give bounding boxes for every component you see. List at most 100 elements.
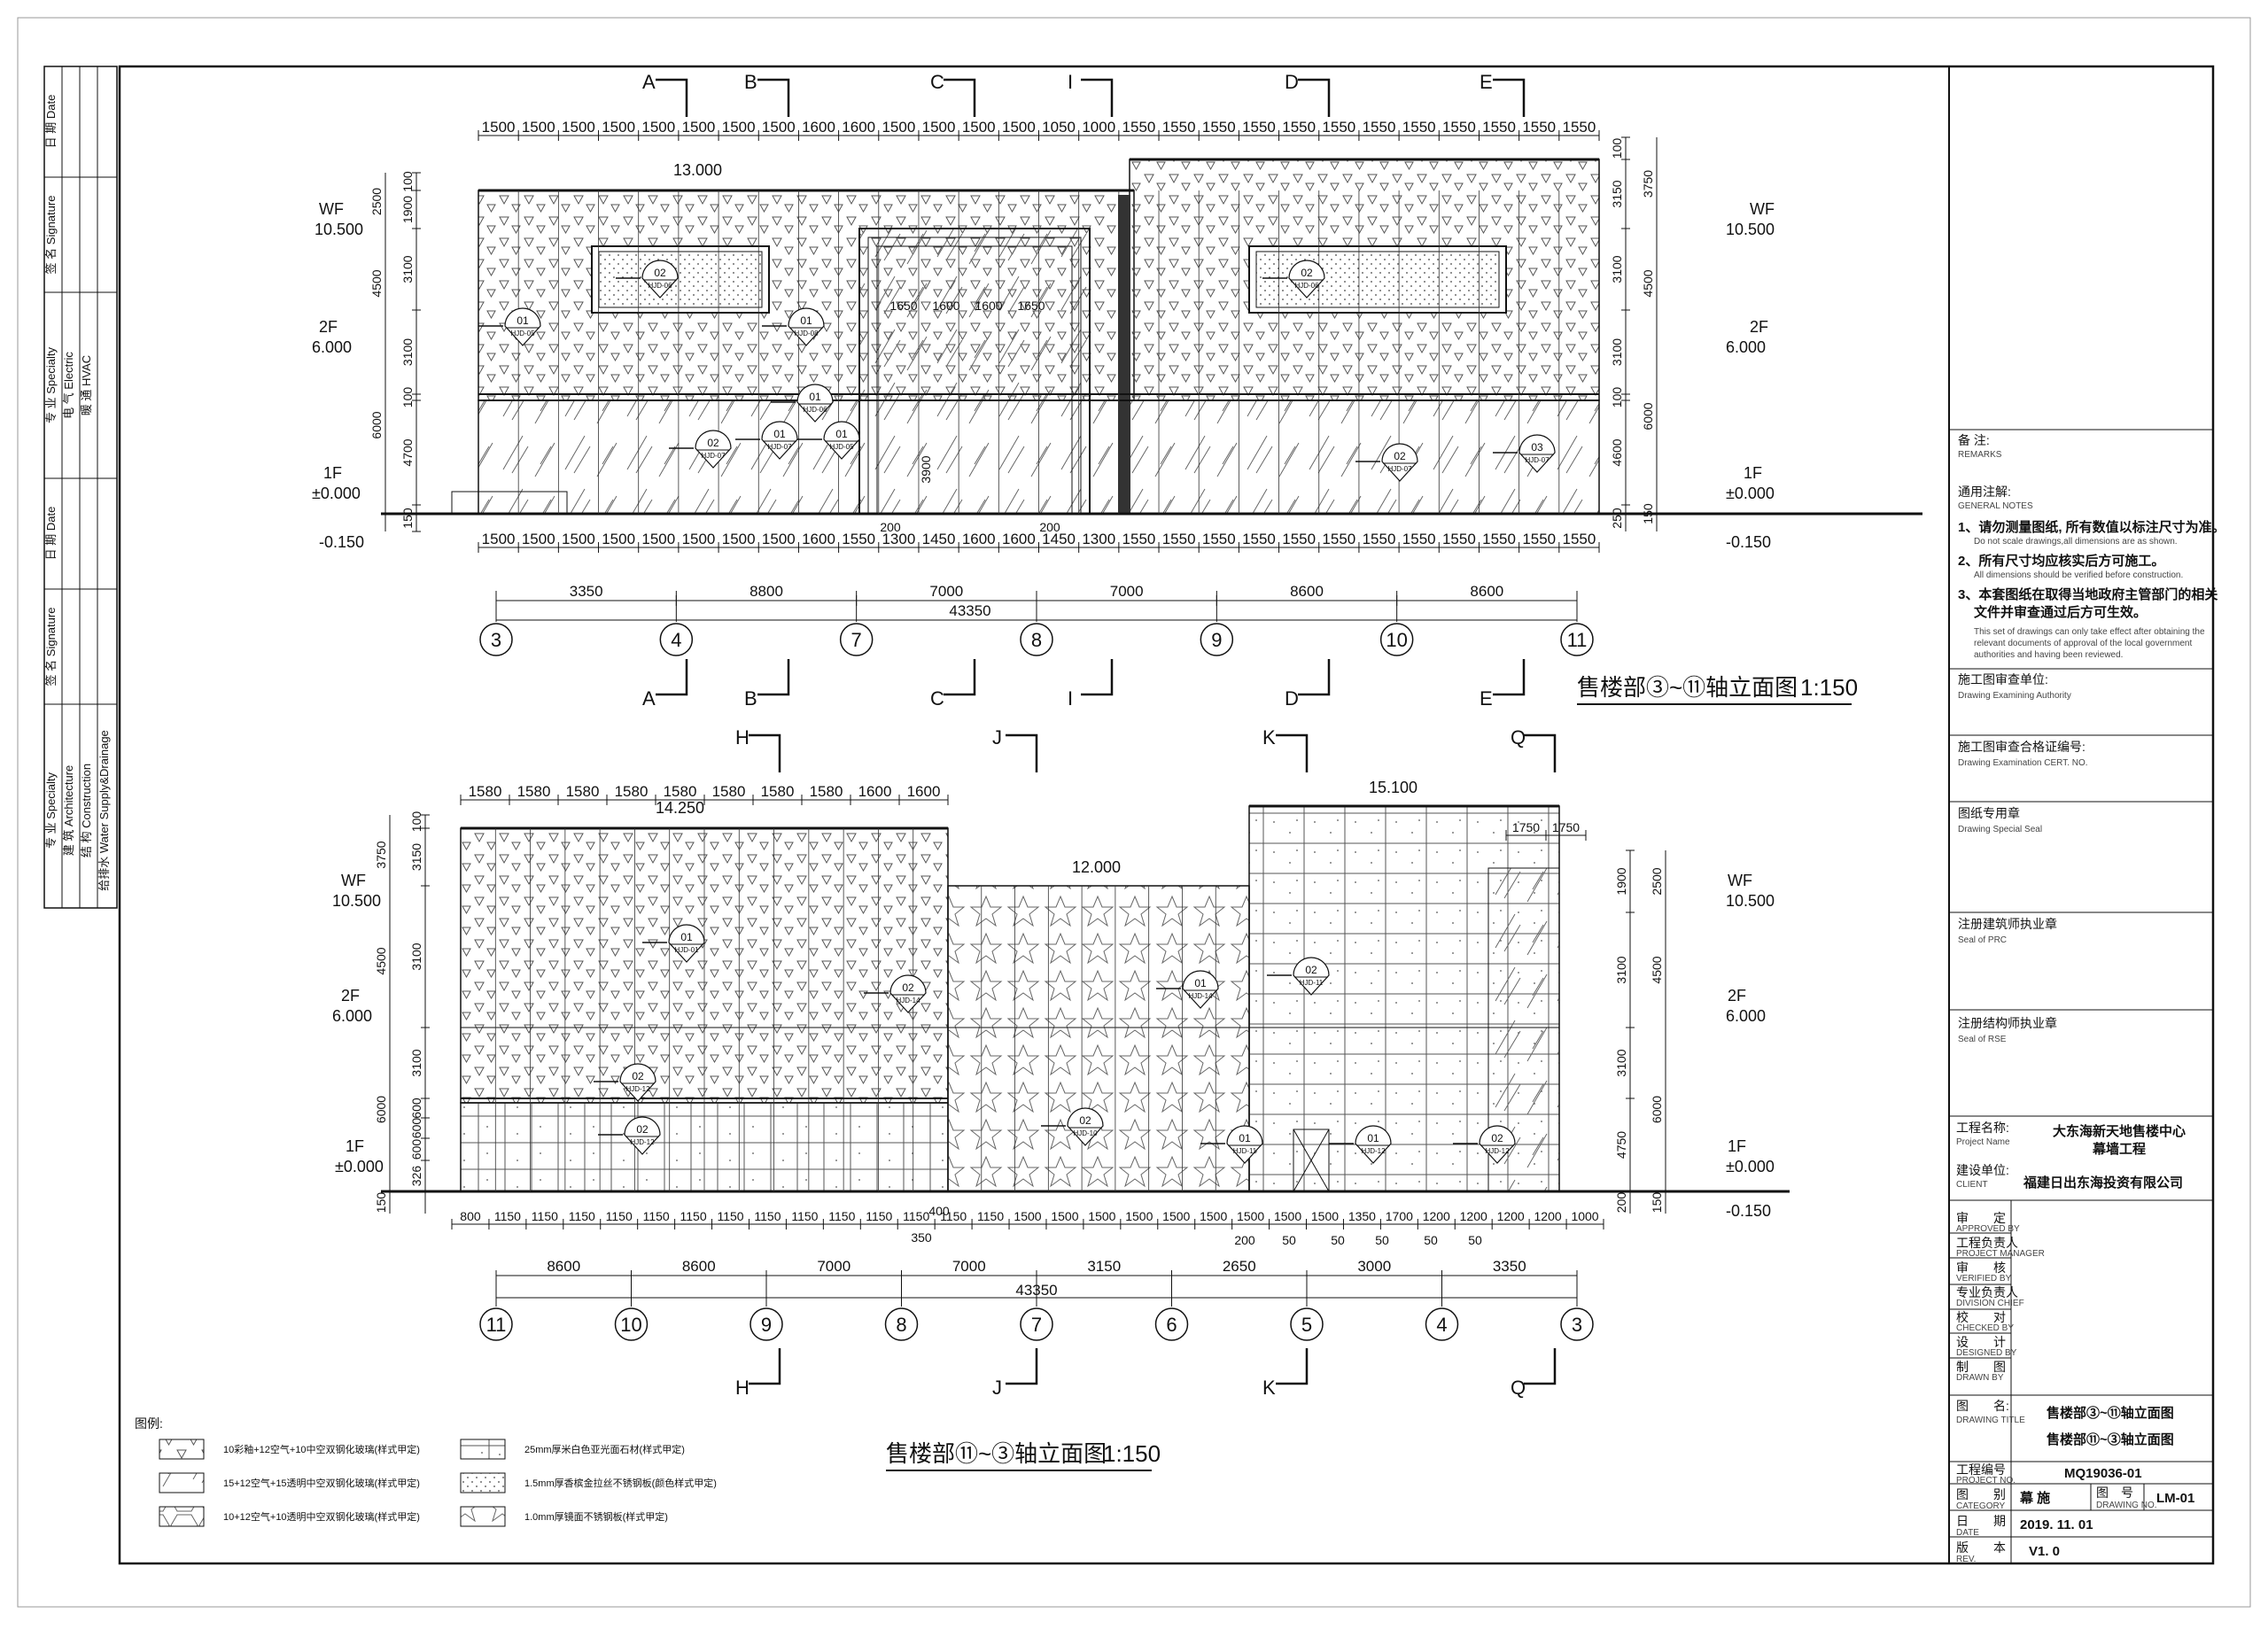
client-name: 福建日出东海投资有限公司 xyxy=(2023,1175,2183,1191)
svg-text:200: 200 xyxy=(1039,520,1060,534)
bottom-panel-dim: 1550 xyxy=(1242,531,1276,547)
axis-bubble xyxy=(1290,1307,1324,1341)
svg-text:2F: 2F xyxy=(319,318,338,336)
client-label: 建设单位: xyxy=(1956,1163,2009,1177)
detail-tag xyxy=(1381,443,1418,482)
svg-text:15.100: 15.100 xyxy=(1369,779,1418,796)
top-panel-dim: 1550 xyxy=(1202,119,1236,136)
top-panel-dim: 1580 xyxy=(469,783,502,800)
category-label-en: CATEGORY xyxy=(1956,1501,2006,1511)
vertical-dim: 150 xyxy=(400,508,415,529)
top-panel-dim: 1550 xyxy=(1522,119,1556,136)
section-mark: J xyxy=(992,726,1002,749)
legend-label: 25mm厚米白色亚光面石材(样式甲定) xyxy=(524,1443,685,1455)
top-panel-dim: 1550 xyxy=(1162,119,1196,136)
bay-dim: 8600 xyxy=(547,1258,580,1275)
general-notes-label: 通用注解: xyxy=(1958,485,2011,499)
bottom-panel-dim: 1550 xyxy=(1562,531,1596,547)
vertical-dim: 1900 xyxy=(400,196,415,223)
svg-text:10.500: 10.500 xyxy=(315,221,363,238)
bottom-panel-dim: 1000 xyxy=(1571,1209,1598,1223)
material-legend: 图例: 10彩釉+12空气+10中空双钢化玻璃(样式甲定)15+12空气+15透… xyxy=(135,1416,717,1527)
stamp-label: 日 期 Date xyxy=(44,507,58,561)
bottom-panel-dim: 1500 xyxy=(641,531,675,547)
vertical-dim: 3750 xyxy=(374,841,388,868)
top-panel-dim: 1500 xyxy=(641,119,675,136)
svg-text:6.000: 6.000 xyxy=(332,1007,372,1025)
axis-label: 4 xyxy=(1436,1314,1447,1336)
role-label: 制 图 xyxy=(1956,1360,2006,1374)
vertical-dim: 3100 xyxy=(1614,956,1628,983)
drawing-border xyxy=(118,65,2215,1565)
title-label-en: DRAWING TITLE xyxy=(1956,1416,2025,1425)
facade-left-glass xyxy=(478,399,860,515)
note-2-en: All dimensions should be verified before… xyxy=(1974,570,2183,580)
vertical-dim: 600 xyxy=(409,1118,423,1139)
svg-text:10.500: 10.500 xyxy=(332,892,381,910)
top-panel-dim: 1580 xyxy=(615,783,649,800)
rev-label: 版 本 xyxy=(1956,1540,2006,1555)
top-panel-dim: 1580 xyxy=(761,783,795,800)
svg-text:-0.150: -0.150 xyxy=(319,533,364,551)
bottom-panel-dim: 1550 xyxy=(842,531,875,547)
svg-text:02: 02 xyxy=(707,437,719,449)
axis-bubble xyxy=(1200,623,1234,656)
axis-label: 3 xyxy=(1572,1314,1582,1336)
top-panel-dim: 1550 xyxy=(1482,119,1516,136)
bottom-panel-dim: 1550 xyxy=(1122,531,1156,547)
date-label-en: DATE xyxy=(1956,1528,1979,1538)
top-panel-dim: 1550 xyxy=(1122,119,1156,136)
bottom-elevation-title: 售楼部⑪~③轴立面图 xyxy=(886,1440,1107,1467)
vertical-dim: 1900 xyxy=(1614,867,1628,895)
door-dim: 1600 xyxy=(975,299,1002,313)
vertical-dim: 4600 xyxy=(1610,438,1624,466)
section-mark: A xyxy=(642,687,656,710)
svg-text:01: 01 xyxy=(517,314,529,327)
svg-text:3900: 3900 xyxy=(919,455,933,483)
detail-tag xyxy=(1226,1125,1263,1164)
project-name-1: 大东海新天地售楼中心 xyxy=(2053,1123,2186,1139)
general-notes-label-en: GENERAL NOTES xyxy=(1958,501,2033,511)
svg-text:±0.000: ±0.000 xyxy=(1726,485,1775,502)
top-panel-dim: 1000 xyxy=(1082,119,1115,136)
detail-tag xyxy=(823,421,860,460)
vertical-dim: 100 xyxy=(409,811,423,833)
legend-label: 10彩釉+12空气+10中空双钢化玻璃(样式甲定) xyxy=(223,1443,420,1455)
svg-text:10.500: 10.500 xyxy=(1726,221,1775,238)
section-mark: B xyxy=(744,71,757,93)
vertical-dim: 3100 xyxy=(409,1049,423,1076)
section-mark: D xyxy=(1285,71,1299,93)
role-label: 审 定 xyxy=(1956,1211,2006,1225)
vertical-dim: 4500 xyxy=(1641,269,1655,297)
top-total-dim: 43350 xyxy=(949,602,990,619)
bottom-panel-dim: 1600 xyxy=(962,531,996,547)
svg-text:2F: 2F xyxy=(1750,318,1768,336)
project-label-en: Project Name xyxy=(1956,1137,2010,1147)
axis-bubble xyxy=(1154,1307,1189,1341)
top-elevation-scale: 1:150 xyxy=(1800,674,1858,701)
svg-text:HJD-07: HJD-07 xyxy=(701,452,726,460)
bay-dim: 3350 xyxy=(1493,1258,1526,1275)
vertical-dim: 150 xyxy=(374,1192,388,1214)
legend-swatch xyxy=(460,1439,506,1460)
top-panel-dim: 1550 xyxy=(1562,119,1596,136)
bottom-panel-dim: 1150 xyxy=(532,1209,558,1223)
svg-text:01: 01 xyxy=(773,428,786,440)
bay-dim: 7000 xyxy=(952,1258,986,1275)
cert-label: 施工图审查合格证编号: xyxy=(1958,740,2085,754)
top-panel-dim: 1550 xyxy=(1322,119,1355,136)
project-number: MQ19036-01 xyxy=(2064,1466,2142,1481)
bottom-panel-dim: 1550 xyxy=(1363,531,1396,547)
svg-text:6.000: 6.000 xyxy=(1726,1007,1766,1025)
svg-text:HJD-07: HJD-07 xyxy=(1387,465,1412,473)
top-panel-dim: 1500 xyxy=(722,119,756,136)
svg-text:02: 02 xyxy=(1491,1132,1503,1144)
svg-text:6.000: 6.000 xyxy=(1726,338,1766,356)
bottom-panel-dim: 1200 xyxy=(1460,1209,1487,1223)
role-label: 设 计 xyxy=(1956,1335,2006,1349)
top-panel-dim: 1550 xyxy=(1442,119,1476,136)
bottom-panel-dim: 1150 xyxy=(828,1209,855,1223)
stamp-label: 电 气 Electric xyxy=(62,352,75,419)
